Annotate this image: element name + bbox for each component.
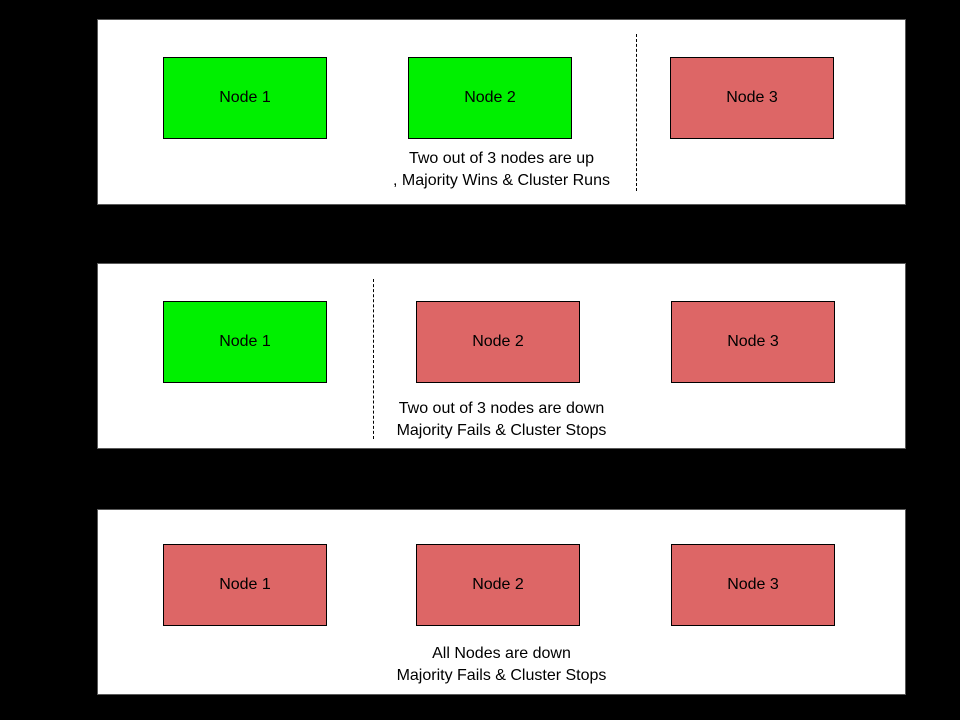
node-box: Node 3 <box>671 301 835 383</box>
partition-dashed-line <box>373 279 374 439</box>
panel-caption: All Nodes are down Majority Fails & Clus… <box>98 643 905 687</box>
node-label: Node 2 <box>472 333 524 350</box>
node-box: Node 1 <box>163 301 327 383</box>
caption-line-2: , Majority Wins & Cluster Runs <box>393 172 610 189</box>
scenario-panel-two-down: Node 1 Node 2 Node 3 Two out of 3 nodes … <box>97 263 906 449</box>
node-box: Node 3 <box>670 57 834 139</box>
caption-line-1: Two out of 3 nodes are down <box>398 400 605 417</box>
scenario-panel-two-up: Node 1 Node 2 Node 3 Two out of 3 nodes … <box>97 19 906 205</box>
caption-line-2: Majority Fails & Cluster Stops <box>396 667 607 684</box>
node-label: Node 3 <box>727 333 779 350</box>
node-label: Node 1 <box>219 333 271 350</box>
caption-line-1: All Nodes are down <box>432 645 571 662</box>
node-box: Node 1 <box>163 544 327 626</box>
partition-dashed-line <box>636 34 637 191</box>
node-label: Node 1 <box>219 89 271 106</box>
scenario-panel-all-down: Node 1 Node 2 Node 3 All Nodes are down … <box>97 509 906 695</box>
panel-caption: Two out of 3 nodes are down Majority Fai… <box>98 398 905 442</box>
node-box: Node 2 <box>416 544 580 626</box>
node-box: Node 1 <box>163 57 327 139</box>
node-box: Node 3 <box>671 544 835 626</box>
caption-line-1: Two out of 3 nodes are up <box>408 150 594 167</box>
node-box: Node 2 <box>408 57 572 139</box>
node-label: Node 1 <box>219 576 271 593</box>
node-label: Node 2 <box>472 576 524 593</box>
node-box: Node 2 <box>416 301 580 383</box>
caption-line-2: Majority Fails & Cluster Stops <box>396 422 607 439</box>
node-label: Node 3 <box>727 576 779 593</box>
node-label: Node 2 <box>464 89 516 106</box>
node-label: Node 3 <box>726 89 778 106</box>
panel-caption: Two out of 3 nodes are up , Majority Win… <box>98 148 905 192</box>
